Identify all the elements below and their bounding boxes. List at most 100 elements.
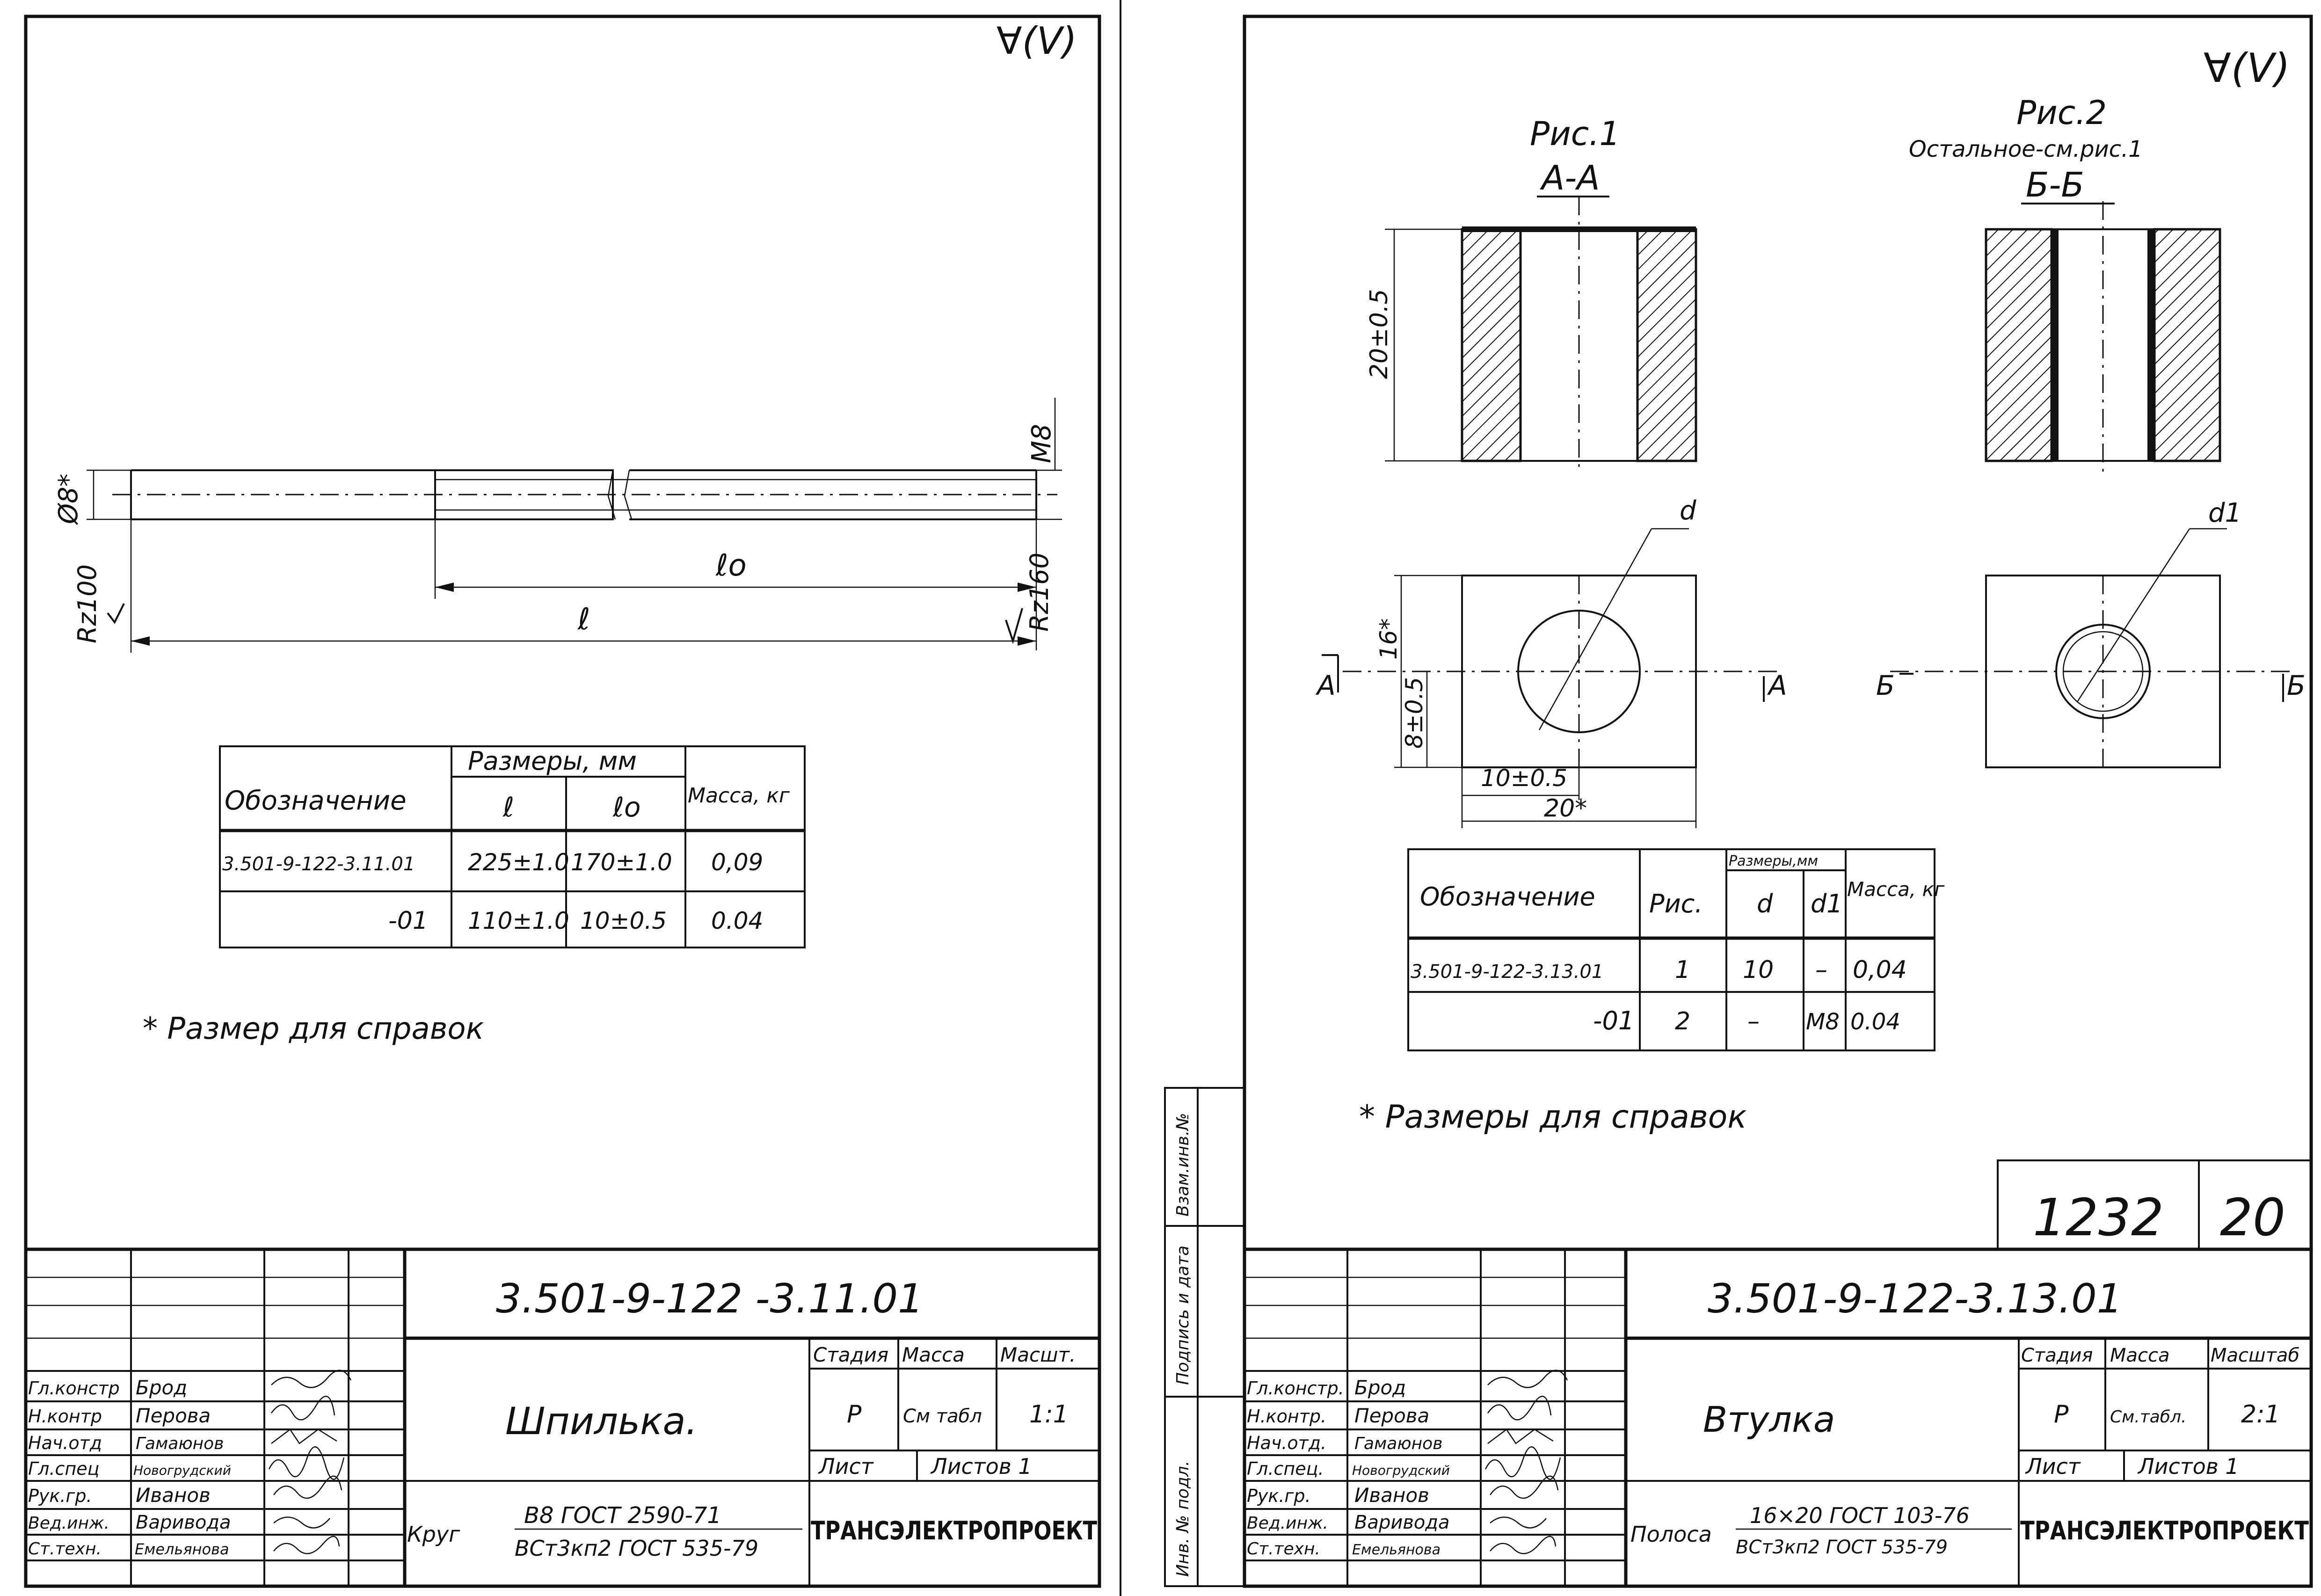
table-row-1-l: 225±1.0 <box>468 849 569 876</box>
roughness-left: Rz100 <box>73 564 102 643</box>
fig2-section-label: Б-Б <box>2026 165 2084 204</box>
right-doc-code: 3.501-9-122-3.13.01 <box>1708 1275 2122 1322</box>
rtable-row-2-mass: 0.04 <box>1850 1009 1900 1035</box>
rtable-row-2-d: – <box>1747 1007 1760 1035</box>
left-signer-role-4: Гл.спец <box>28 1458 100 1479</box>
roughness-right: Rz160 <box>1025 553 1054 632</box>
left-material-prefix: Круг <box>407 1522 460 1547</box>
left-material-top: В8 ГОСТ 2590-71 <box>524 1502 721 1529</box>
dim-l0: ℓo <box>715 548 747 583</box>
left-stage: Р <box>847 1400 862 1428</box>
dim-h16: 16* <box>1375 618 1402 660</box>
rtable-header-fig: Рис. <box>1649 889 1703 918</box>
left-signer-name-4: Новогрудский <box>133 1463 231 1478</box>
right-material-bottom: ВСт3кп2 ГОСТ 535-79 <box>1736 1537 1948 1558</box>
left-signer-name-7: Емельянова <box>135 1540 229 1558</box>
dim-height: 20±0.5 <box>1365 289 1393 379</box>
left-signer-role-1: Гл.констр <box>28 1378 120 1399</box>
rtable-header-d1: d1 <box>1811 889 1843 918</box>
left-note: * Размер для справок <box>143 1012 484 1046</box>
left-sheets-label: Листов 1 <box>930 1454 1032 1479</box>
right-signer-role-1: Гл.констр. <box>1247 1378 1344 1399</box>
fig1-title: Рис.1 <box>1530 115 1620 153</box>
rtable-header-designation: Обозначение <box>1420 882 1595 911</box>
left-signer-role-2: Н.контр <box>28 1406 102 1427</box>
right-signer-role-4: Гл.спец. <box>1247 1458 1324 1479</box>
left-signer-name-3: Гамаюнов <box>136 1434 224 1453</box>
table-row-2-designation: -01 <box>388 907 428 935</box>
left-signer-role-3: Нач.отд <box>28 1433 102 1453</box>
left-org: ТРАНСЭЛЕКТРОПРОЕКТ <box>811 1516 1097 1545</box>
right-sheets-label: Листов 1 <box>2137 1454 2239 1479</box>
dim-w10: 10±0.5 <box>1481 765 1567 792</box>
right-signer-name-2: Перова <box>1354 1404 1429 1427</box>
right-table: Обозначение Рис. Размеры,мм d d1 Масса, … <box>1407 848 1945 1051</box>
table-row-2-mass: 0.04 <box>711 907 763 934</box>
left-doc-code: 3.501-9-122 -3.11.01 <box>496 1275 924 1322</box>
left-material-bottom: ВСт3кп2 ГОСТ 535-79 <box>515 1536 758 1561</box>
right-stage: Р <box>2054 1400 2069 1428</box>
rtable-row-1-fig: 1 <box>1675 956 1690 984</box>
right-mass-label: Масса <box>2110 1345 2170 1366</box>
right-stamp: 1232 20 <box>1997 1159 2312 1250</box>
left-sheet: ∀(V) Ø8* M8 <box>24 15 1101 1588</box>
fig1-plan: d А А 16* 8±0.5 10±0.5 20* <box>1315 496 1787 828</box>
right-scale: 2:1 <box>2241 1400 2280 1428</box>
dim-l: ℓ <box>577 602 590 637</box>
rtable-row-2-fig: 2 <box>1675 1007 1690 1035</box>
right-scale-label: Масштаб <box>2211 1345 2299 1366</box>
rtable-row-2-designation: -01 <box>1593 1006 1634 1035</box>
rtable-header-sizes: Размеры,мм <box>1729 853 1818 869</box>
left-mass: См табл <box>903 1406 982 1427</box>
right-mass: См.табл. <box>2110 1407 2186 1427</box>
side-label-inv: Инв. № подл. <box>1173 1461 1193 1577</box>
left-signer-role-6: Вед.инж. <box>28 1514 109 1533</box>
left-mass-label: Масса <box>902 1343 965 1366</box>
fig2-title: Рис.2 <box>2016 94 2107 132</box>
right-signer-role-7: Ст.техн. <box>1247 1539 1320 1559</box>
table-row-1-designation: 3.501-9-122-3.11.01 <box>222 853 415 875</box>
stamp-sheet: 20 <box>2220 1188 2285 1247</box>
fig1-section-label: А-А <box>1540 158 1600 197</box>
dim-h8: 8±0.5 <box>1401 677 1428 749</box>
left-frame <box>24 15 1101 1588</box>
right-signer-role-3: Нач.отд. <box>1247 1433 1326 1453</box>
right-signer-name-3: Гамаюнов <box>1354 1434 1442 1453</box>
fig2-subtitle: Остальное-см.рис.1 <box>1909 136 2143 162</box>
side-strip: Инв. № подл. Подпись и дата Взам.инв.№ <box>1164 1087 1245 1587</box>
right-org: ТРАНСЭЛЕКТРОПРОЕКТ <box>2020 1516 2309 1545</box>
left-stage-label: Стадия <box>813 1343 888 1366</box>
table-row-2-l0: 10±0.5 <box>580 907 667 934</box>
left-signer-name-2: Перова <box>136 1404 211 1427</box>
left-signer-role-7: Ст.техн. <box>28 1539 102 1559</box>
right-signer-name-1: Брод <box>1354 1376 1406 1399</box>
table-row-2-l: 110±1.0 <box>468 907 569 934</box>
rtable-row-1-d1: – <box>1815 956 1827 984</box>
right-sheet-label: Лист <box>2025 1454 2081 1479</box>
dim-thread: M8 <box>1026 424 1057 463</box>
cut-b-left: Б <box>1876 670 1895 701</box>
rtable-header-d: d <box>1757 889 1773 918</box>
left-sheet-label: Лист <box>818 1454 874 1479</box>
rtable-row-1-mass: 0,04 <box>1853 956 1907 984</box>
left-signer-name-6: Варивода <box>136 1512 231 1533</box>
left-signer-role-5: Рук.гр. <box>28 1486 92 1506</box>
table-header-l0: ℓo <box>612 791 640 823</box>
right-material-top: 16×20 ГОСТ 103-76 <box>1750 1503 1970 1528</box>
rtable-row-1-d: 10 <box>1743 956 1774 984</box>
right-roughness-mark: ∀(V) <box>2204 45 2290 92</box>
left-table: Обозначение Размеры, мм ℓ ℓo Масса, кг 3… <box>219 745 806 948</box>
left-title-block: 3.501-9-122 -3.11.01 Шпилька. Стадия Мас… <box>26 1247 1099 1586</box>
left-scale-label: Масшт. <box>1000 1343 1076 1366</box>
left-signer-name-5: Иванов <box>136 1484 211 1507</box>
right-part-name: Втулка <box>1703 1399 1835 1440</box>
rtable-row-1-designation: 3.501-9-122-3.13.01 <box>1411 961 1603 983</box>
right-title-block: 3.501-9-122-3.13.01 Втулка Стадия Масса … <box>1244 1247 2311 1586</box>
right-sheet: ∀(V) Рис.1 А-А 20±0.5 Рис.2 Остальное-см… <box>1164 15 2313 1588</box>
left-signatures <box>268 1370 352 1554</box>
left-part-name: Шпилька. <box>505 1399 698 1443</box>
left-scale: 1:1 <box>1029 1400 1069 1428</box>
right-stage-label: Стадия <box>2021 1345 2093 1366</box>
right-note: * Размеры для справок <box>1359 1099 1746 1136</box>
